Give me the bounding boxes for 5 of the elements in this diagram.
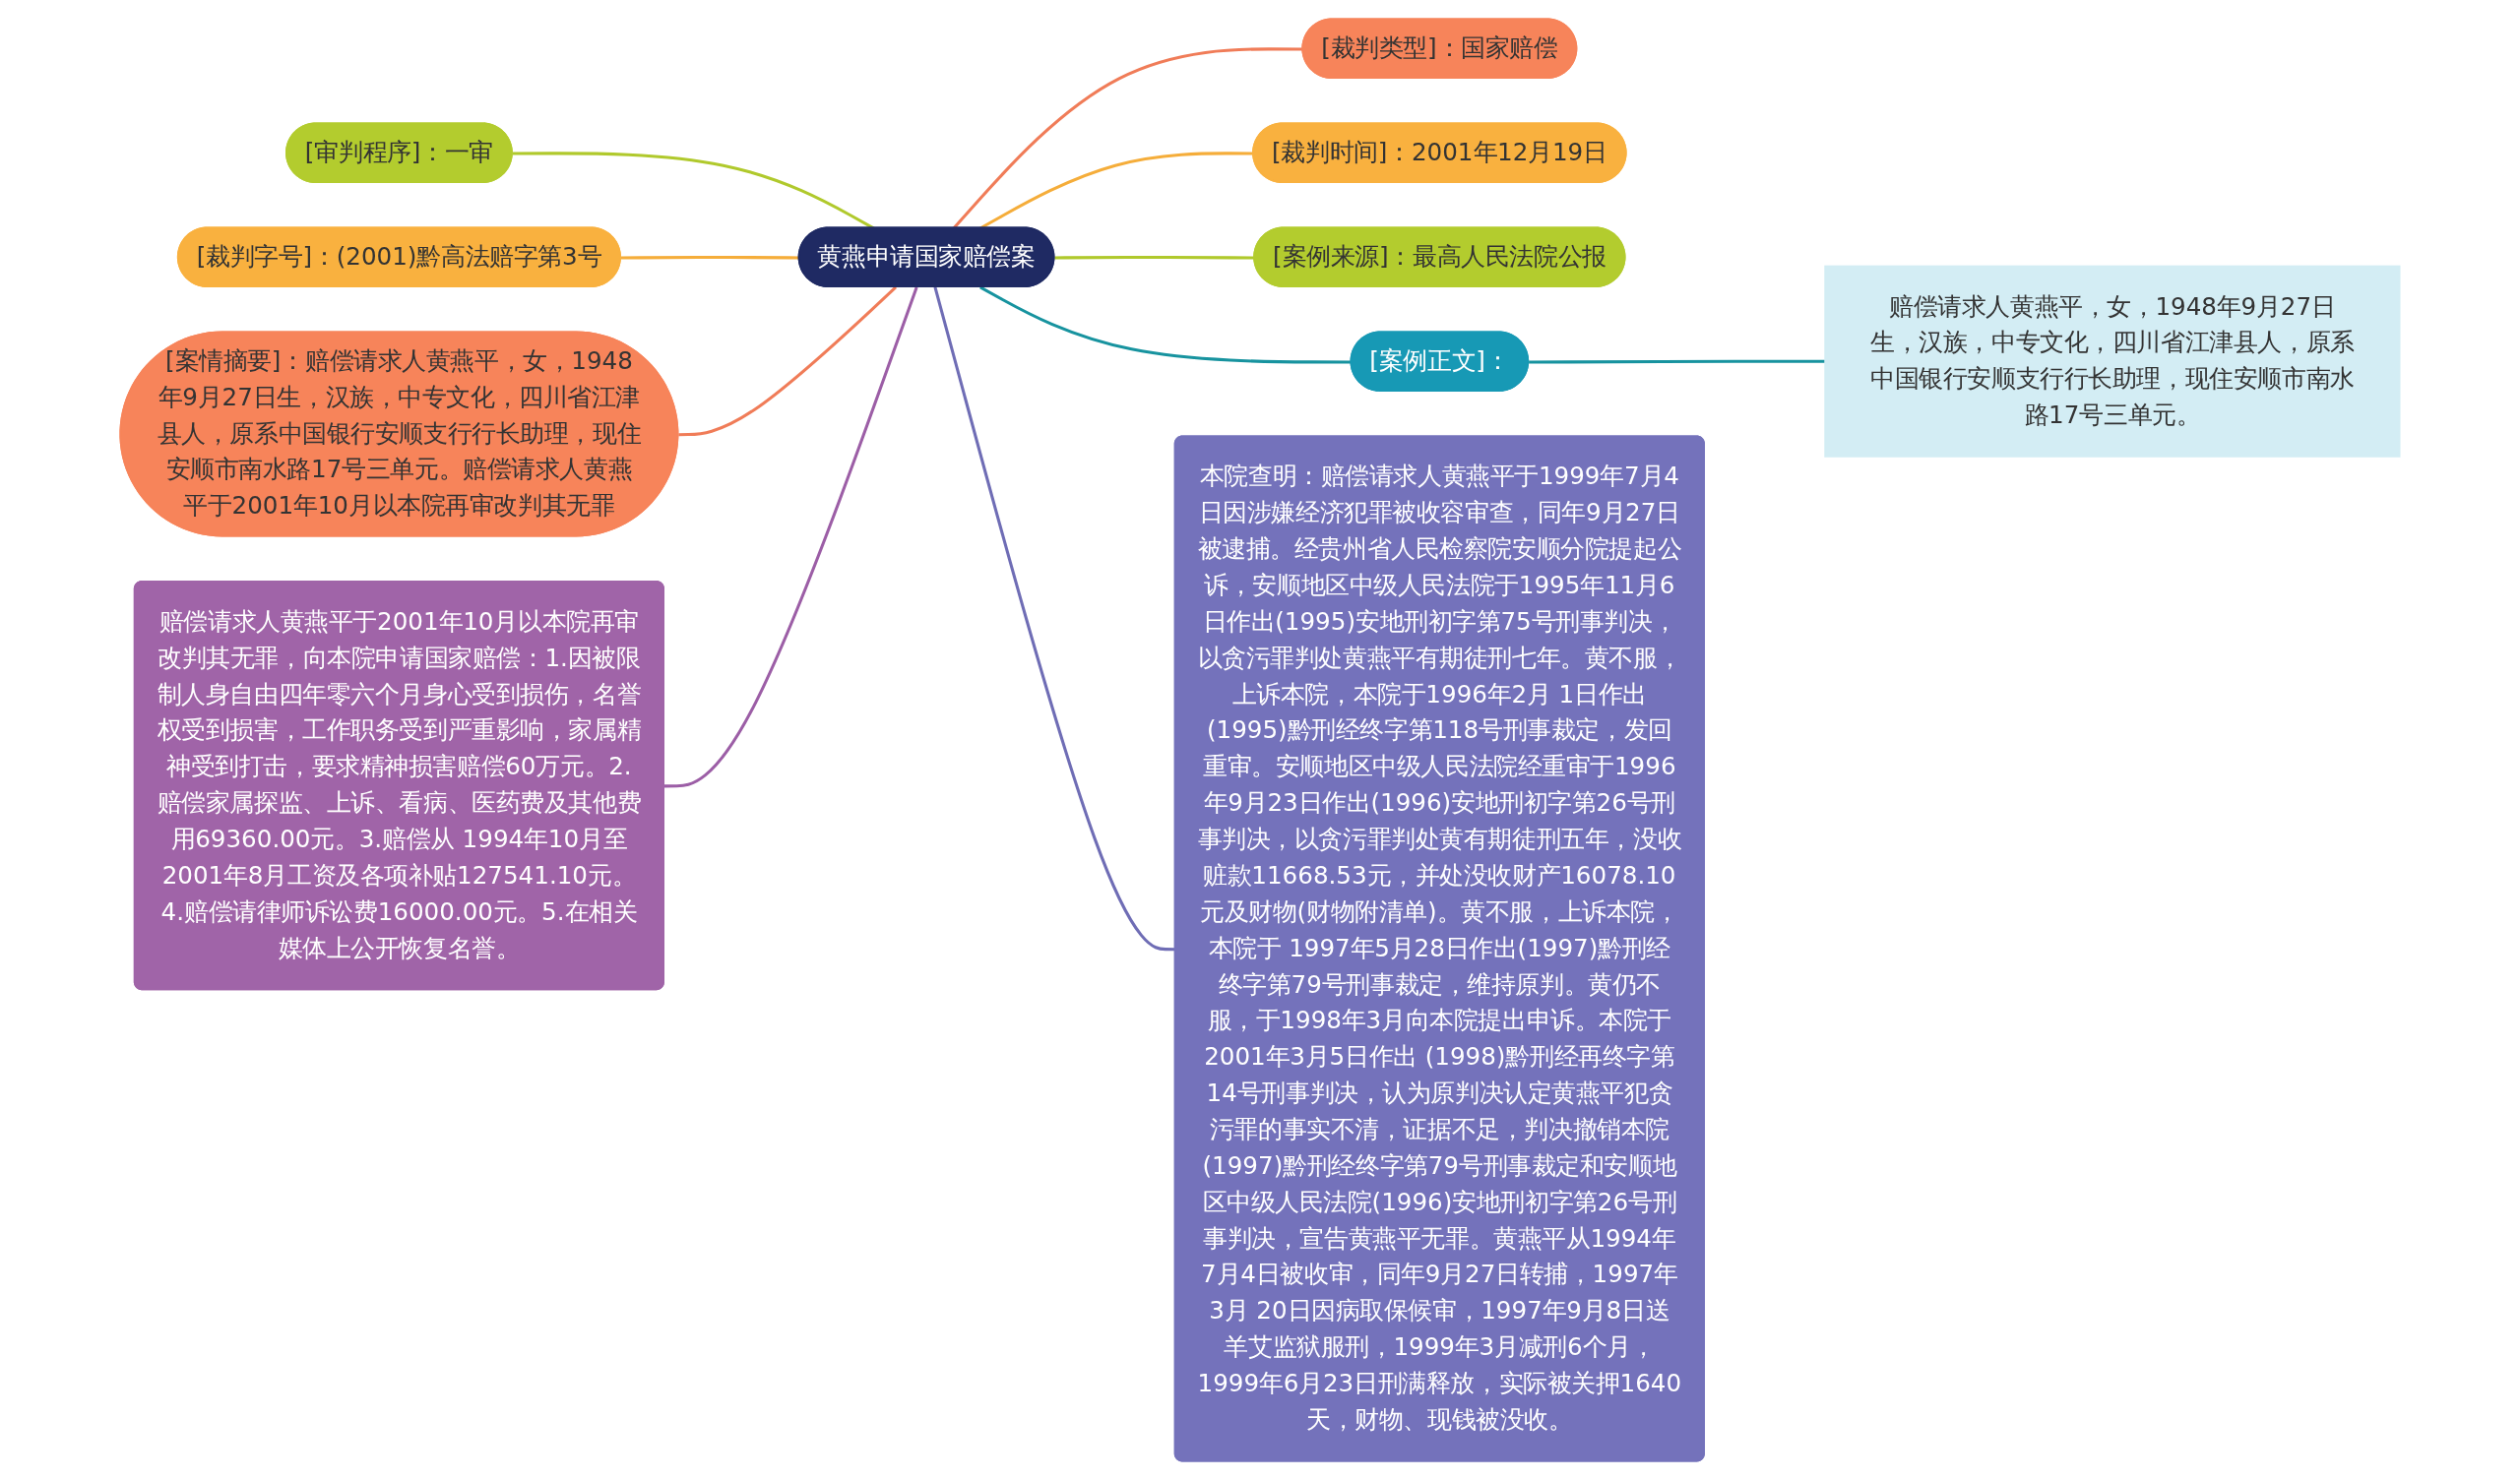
- connector: [1054, 255, 1255, 260]
- connector: [663, 286, 918, 788]
- connector: [1529, 359, 1826, 364]
- connector: [678, 285, 898, 437]
- node-box: 赔偿请求人黄燕平，女，1948年9月27日生，汉族，中专文化，四川省江津县人，原系中国银行安顺支行行长助理，现住安顺市南水路17号三单元。: [1824, 265, 2401, 458]
